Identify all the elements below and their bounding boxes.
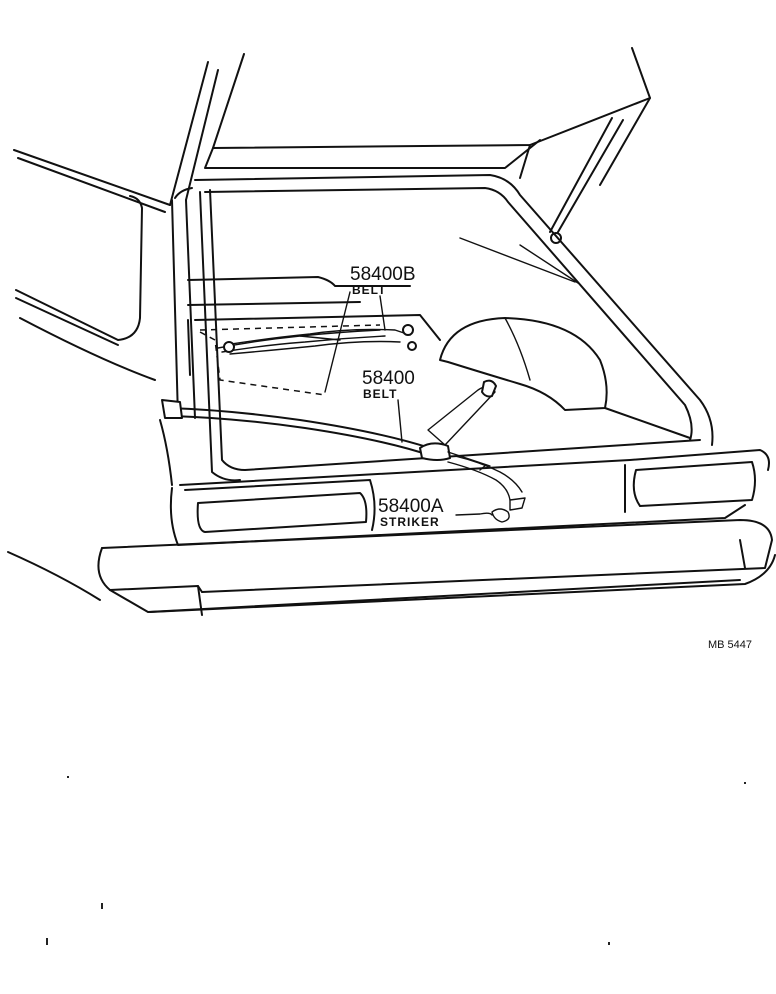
belt-58400-part	[161, 379, 497, 467]
part-number-58400: 58400	[362, 368, 415, 389]
scan-specks	[46, 776, 746, 945]
callout-58400b: 58400B BELT	[350, 264, 416, 297]
rear-lower-body	[97, 449, 776, 616]
figure-code: MB 5447	[708, 639, 752, 651]
leader-lines	[324, 291, 493, 516]
hatch-opening	[194, 174, 714, 482]
callout-58400a: 58400A STRIKER	[378, 496, 444, 529]
part-name-58400: BELT	[363, 387, 397, 401]
cargo-area	[187, 276, 691, 439]
tailgate-hatch	[169, 47, 651, 244]
part-number-58400a: 58400A	[378, 496, 444, 517]
callout-58400: 58400 BELT	[362, 368, 415, 401]
belt-58400b-part	[217, 324, 417, 355]
part-name-58400a: STRIKER	[380, 515, 440, 529]
part-number-58400b: 58400B	[350, 264, 416, 285]
car-body-outline	[7, 149, 196, 601]
part-name-58400b: BELT	[352, 283, 386, 297]
striker-58400a-part	[447, 455, 526, 523]
